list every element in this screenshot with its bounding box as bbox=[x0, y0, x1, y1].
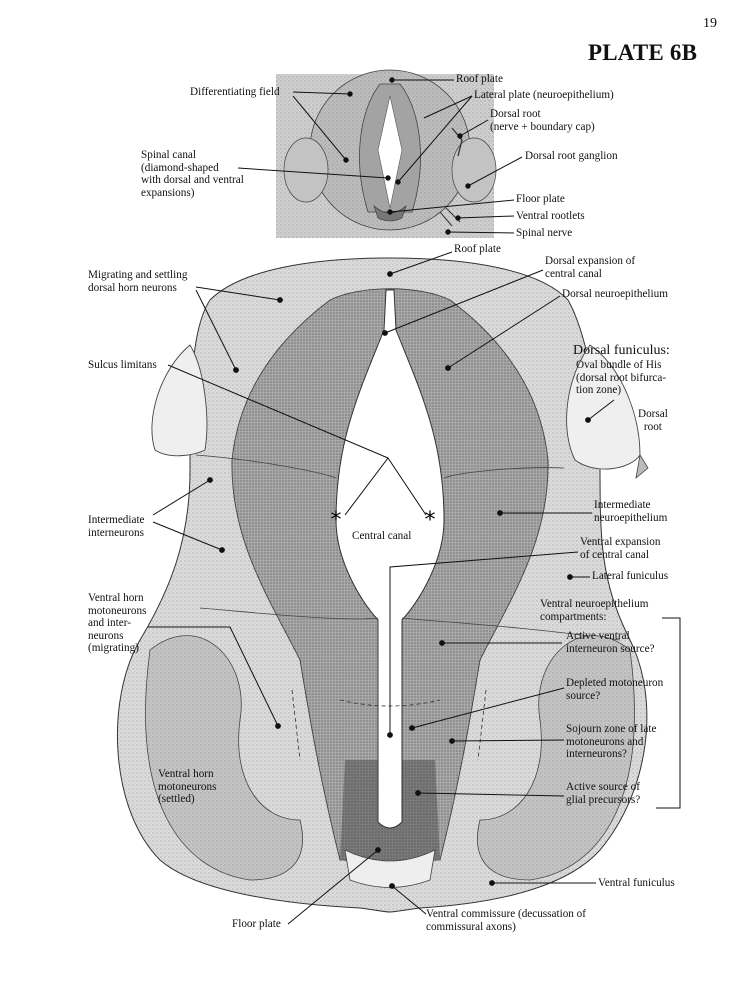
main-section: * * bbox=[116, 257, 649, 913]
leader-lines bbox=[148, 77, 681, 925]
label-floor-plate: Floor plate bbox=[232, 918, 281, 930]
asterisk-left: * bbox=[331, 508, 342, 533]
label-lateral-plate: Lateral plate (neuroepithelium) bbox=[474, 89, 614, 101]
label-central-canal: Central canal bbox=[352, 530, 412, 542]
label-lateral-funiculus: Lateral funiculus bbox=[592, 570, 669, 582]
label-roof-plate-inset: Roof plate bbox=[456, 73, 503, 85]
label-differentiating-field: Differentiating field bbox=[190, 86, 280, 98]
label-dorsal-neuroepithelium: Dorsal neuroepithelium bbox=[562, 288, 668, 300]
page-number: 19 bbox=[703, 16, 717, 31]
floor-plate-region bbox=[344, 849, 436, 888]
label-ventral-rootlets: Ventral rootlets bbox=[516, 210, 585, 222]
label-ventral-funiculus: Ventral funiculus bbox=[598, 877, 675, 889]
inset-section bbox=[276, 69, 497, 238]
inset-dorsal-root-ganglion-left bbox=[283, 137, 329, 203]
label-floor-plate-inset: Floor plate bbox=[516, 193, 565, 205]
central-canal bbox=[335, 289, 445, 829]
label-dorsal-funiculus-title: Dorsal funiculus: bbox=[573, 343, 670, 358]
label-roof-plate: Roof plate bbox=[454, 243, 501, 255]
label-dorsal-root-inset: Dorsal root(nerve + boundary cap) bbox=[490, 108, 595, 133]
label-dorsal-funiculus-desc: Oval bundle of His(dorsal root bifurca-t… bbox=[576, 359, 667, 396]
inset-dorsal-root-ganglion-right bbox=[451, 137, 497, 203]
zone-boundary-dorsal bbox=[195, 454, 565, 479]
asterisk-right: * bbox=[425, 508, 436, 533]
inset-dorsal-root bbox=[451, 127, 463, 157]
label-dorsal-root-ganglion: Dorsal root ganglion bbox=[525, 150, 618, 162]
dorsal-root-stub bbox=[635, 453, 649, 480]
plate-title: PLATE 6B bbox=[588, 40, 698, 65]
label-sulcus-limitans: Sulcus limitans bbox=[88, 359, 157, 371]
inset-spinal-canal bbox=[377, 95, 403, 209]
dorsal-funiculus-oval-left bbox=[151, 344, 208, 457]
dorsal-funiculus-oval bbox=[566, 344, 641, 470]
zone-boundary-ventral bbox=[199, 607, 621, 641]
label-spinal-nerve: Spinal nerve bbox=[516, 227, 573, 239]
